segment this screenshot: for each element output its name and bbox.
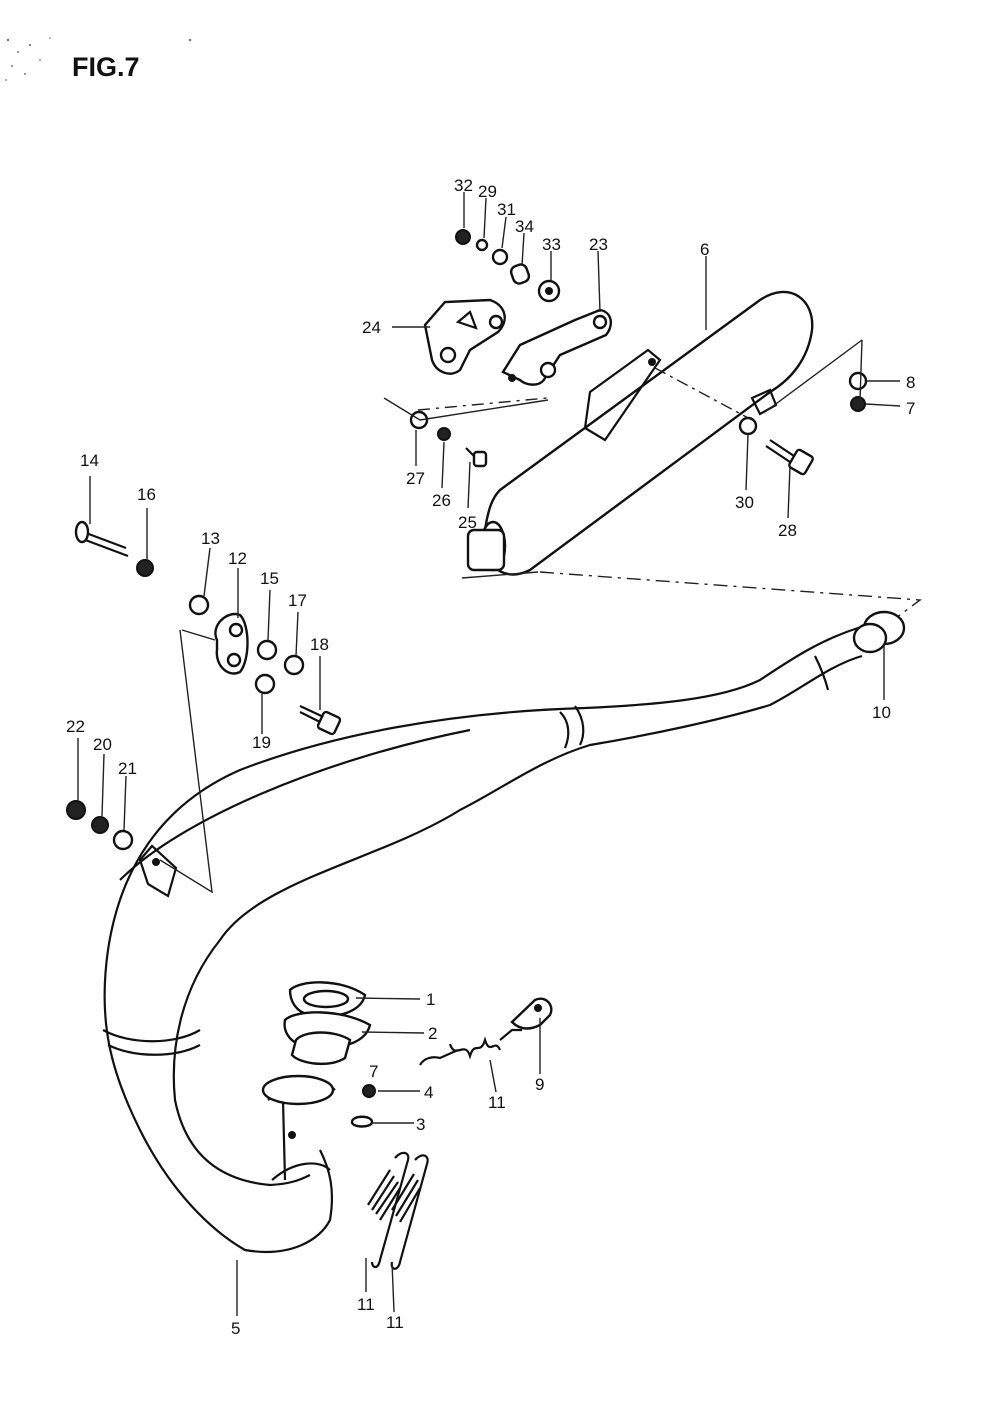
- leader-lines: [77, 192, 901, 1316]
- label-4: 4: [424, 1083, 433, 1102]
- label-27: 27: [406, 469, 425, 488]
- label-13: 13: [201, 529, 220, 548]
- label-34: 34: [515, 217, 534, 236]
- label-21: 21: [118, 759, 137, 778]
- label-8: 8: [906, 373, 915, 392]
- figure-title: FIG.7: [72, 52, 140, 82]
- joint-10: [852, 610, 906, 654]
- hardware-left: [66, 800, 134, 851]
- label-19: 19: [252, 733, 271, 752]
- label-30: 30: [735, 493, 754, 512]
- label-7-top: 7: [906, 399, 915, 418]
- bracket-23: [501, 308, 612, 386]
- label-1: 1: [426, 990, 435, 1009]
- silencer: [466, 290, 814, 576]
- label-17: 17: [288, 591, 307, 610]
- label-2: 2: [428, 1024, 437, 1043]
- label-14: 14: [80, 451, 99, 470]
- gaskets: [283, 981, 372, 1066]
- bracket-9: [510, 997, 553, 1030]
- scan-speckle: [5, 37, 192, 81]
- assembly-guides-clamp: [159, 629, 216, 894]
- label-11-left: 11: [357, 1295, 375, 1314]
- part-labels: 32 29 31 34 33 23 6 24 8 7 27 26 25 30 2…: [66, 176, 915, 1338]
- label-12: 12: [228, 549, 247, 568]
- label-20: 20: [93, 735, 112, 754]
- label-11-right: 11: [386, 1313, 404, 1332]
- label-23: 23: [589, 235, 608, 254]
- spring-top: [419, 1028, 522, 1066]
- hardware-top: [455, 229, 561, 303]
- hardware-bottom: [350, 1084, 376, 1128]
- label-22: 22: [66, 717, 85, 736]
- label-18: 18: [310, 635, 329, 654]
- springs-bottom: [367, 1151, 429, 1270]
- label-6: 6: [700, 240, 709, 259]
- label-33: 33: [542, 235, 561, 254]
- label-25: 25: [458, 513, 477, 532]
- label-28: 28: [778, 521, 797, 540]
- label-29: 29: [478, 182, 497, 201]
- label-32: 32: [454, 176, 473, 195]
- label-15: 15: [260, 569, 279, 588]
- label-10: 10: [872, 703, 891, 722]
- exhaust-chamber: [102, 626, 863, 1254]
- bracket-24: [423, 298, 506, 375]
- label-11-top: 11: [488, 1093, 506, 1112]
- label-3: 3: [416, 1115, 425, 1134]
- label-7-bottom: 7: [369, 1062, 378, 1081]
- label-26: 26: [432, 491, 451, 510]
- clamp-group-left: [74, 520, 342, 736]
- label-5: 5: [231, 1319, 240, 1338]
- label-16: 16: [137, 485, 156, 504]
- label-24: 24: [362, 318, 381, 337]
- label-31: 31: [497, 200, 516, 219]
- label-9: 9: [535, 1075, 544, 1094]
